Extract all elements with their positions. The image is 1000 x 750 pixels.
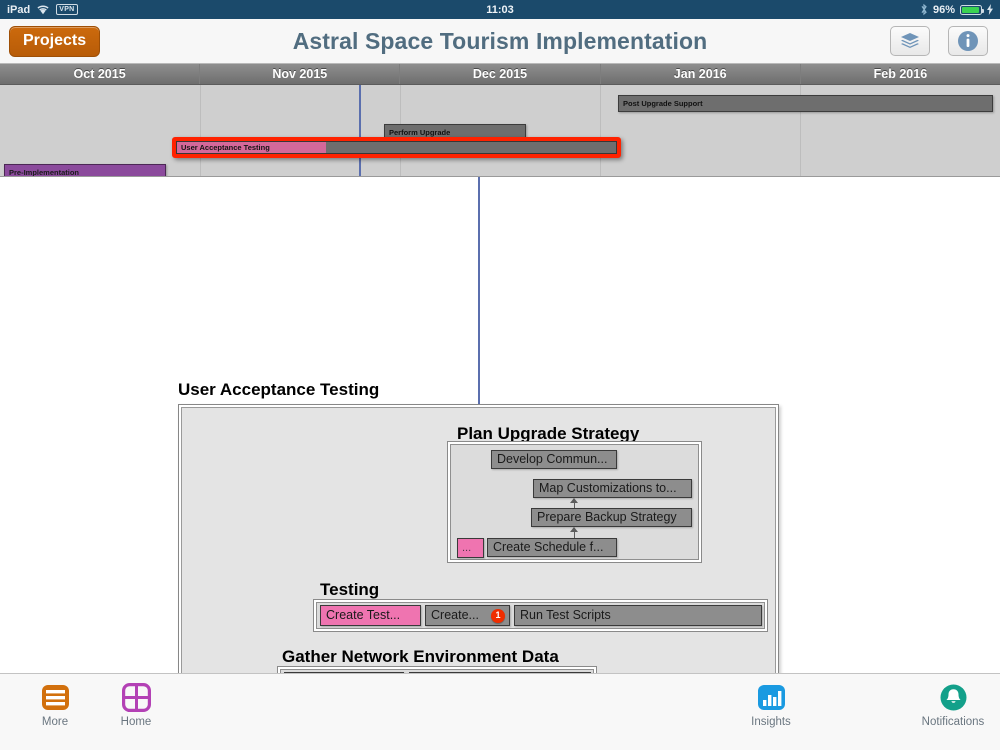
layers-icon	[901, 33, 919, 48]
task-node[interactable]: Develop Commun...	[491, 450, 617, 469]
layers-button[interactable]	[890, 26, 930, 56]
dependency-arrow	[570, 498, 578, 508]
projects-back-button[interactable]: Projects	[9, 25, 101, 57]
gantt-bar[interactable]: Post Upgrade Support	[618, 95, 993, 112]
bar-chart-icon	[757, 685, 785, 710]
info-button[interactable]	[948, 26, 988, 56]
tab-home[interactable]: Home	[81, 683, 191, 728]
task-node[interactable]: Create Schedule f...	[487, 538, 617, 557]
gantt-bar-progress	[177, 142, 327, 153]
tab-label: Insights	[751, 716, 791, 728]
wifi-icon	[37, 5, 49, 15]
bell-icon	[940, 684, 966, 711]
tab-label: More	[41, 716, 69, 728]
timeline-month-5: Feb 2016	[873, 67, 928, 81]
task-node-label: Create Schedule f...	[493, 540, 604, 555]
battery-icon	[960, 4, 984, 15]
task-badge-count: 1	[491, 608, 505, 623]
tab-label: Notifications	[921, 716, 985, 728]
gantt-bar[interactable]: Pre-Implementation	[4, 164, 166, 176]
timeline-gridline	[600, 85, 601, 176]
task-node[interactable]: Create Test...	[320, 605, 421, 626]
timeline-gridline	[200, 85, 201, 176]
navigation-bar: Projects Astral Space Tourism Implementa…	[0, 19, 1000, 64]
task-node-label: ...	[462, 541, 472, 554]
task-node-label: Run Test Scripts	[520, 608, 611, 623]
gantt-bar-label: User Acceptance Testing	[181, 143, 270, 152]
task-node[interactable]: Prepare Backup Strategy	[531, 508, 692, 527]
task-node[interactable]: ...	[457, 538, 484, 558]
task-node[interactable]: Create... 1	[425, 605, 510, 626]
timeline-gridline	[800, 85, 801, 176]
list-icon	[41, 685, 69, 710]
task-node[interactable]: Map Customizations to...	[533, 479, 692, 498]
task-node-label: Create...	[431, 608, 479, 623]
bottom-tab-bar[interactable]: More Home Insights Notifications	[0, 673, 1000, 750]
task-node-label: Prepare Backup Strategy	[537, 510, 677, 525]
group-title: Testing	[320, 580, 380, 599]
bluetooth-icon	[921, 3, 927, 16]
battery-percent-label: 96%	[932, 3, 955, 16]
tab-notifications[interactable]: Notifications	[898, 683, 1000, 728]
task-node[interactable]: Create Network Drawing	[409, 672, 591, 673]
status-bar: iPad VPN 11:03 96%	[0, 0, 1000, 19]
task-node-label: Develop Commun...	[497, 452, 608, 467]
group-title: Gather Network Environment Data	[282, 647, 559, 666]
tab-more[interactable]: More	[0, 683, 110, 728]
dependency-arrow	[570, 527, 578, 538]
group-box[interactable]	[277, 666, 597, 673]
tab-insights[interactable]: Insights	[716, 683, 826, 728]
gantt-bar-selected[interactable]: User Acceptance Testing	[172, 137, 621, 158]
charging-bolt-icon	[987, 4, 993, 15]
task-node-label: Create Test...	[326, 608, 401, 623]
diagram-panel-title: User Acceptance Testing	[178, 380, 380, 399]
status-bar-right: 96%	[920, 3, 993, 16]
task-node[interactable]: Conduct Inve...1	[284, 672, 404, 673]
group-title: Plan Upgrade Strategy	[457, 424, 640, 443]
status-bar-left: iPad VPN	[0, 4, 78, 16]
timeline-month-1: Oct 2015	[0, 64, 201, 84]
page-title: Astral Space Tourism Implementation	[292, 27, 708, 54]
task-node-label: Map Customizations to...	[539, 481, 677, 496]
status-bar-clock: 11:03	[486, 3, 514, 16]
navbar-actions	[890, 26, 988, 56]
device-label: iPad	[7, 3, 31, 16]
grid-icon	[121, 683, 151, 712]
timeline-month-3: Dec 2015	[400, 64, 601, 84]
task-node[interactable]: Run Test Scripts	[514, 605, 762, 626]
vpn-badge: VPN	[56, 4, 78, 15]
tab-label: Home	[120, 716, 152, 728]
info-icon	[958, 31, 978, 51]
today-marker-line	[359, 85, 361, 176]
timeline-month-2: Nov 2015	[200, 64, 401, 84]
timeline-month-4: Jan 2016	[601, 64, 801, 84]
